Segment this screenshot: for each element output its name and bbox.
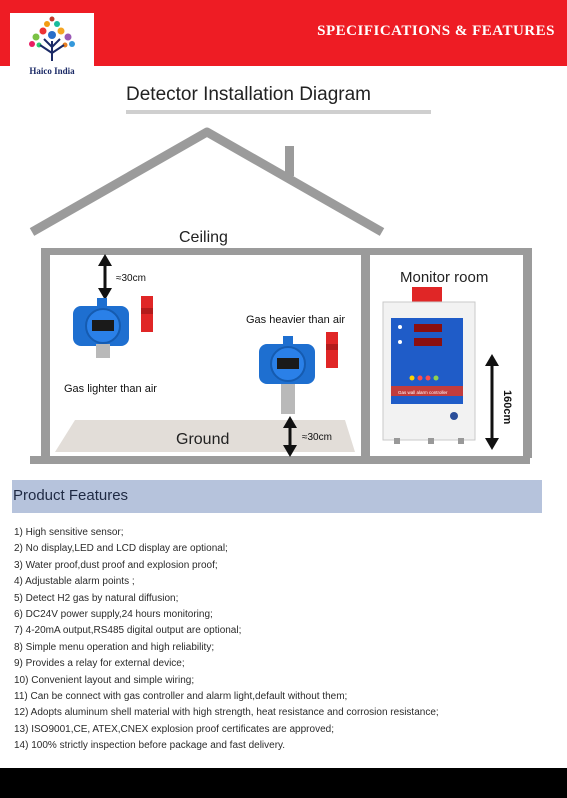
alarm-controller-panel	[382, 287, 476, 444]
monitor-room-ceiling	[370, 248, 532, 255]
installation-diagram: Ceiling Ground Monitor room ≈30cm Gas li…	[29, 127, 532, 464]
diagram-title: Detector Installation Diagram	[126, 84, 431, 114]
ceiling-line	[41, 248, 370, 255]
feature-item: 9) Provides a relay for external device;	[14, 658, 185, 670]
feature-item: 5) Detect H2 gas by natural diffusion;	[14, 592, 179, 604]
feature-item: 12) Adopts aluminum shell material with …	[14, 707, 439, 719]
feature-item: 11) Can be connect with gas controller a…	[14, 690, 348, 702]
feature-list: 1) High sensitive sensor; 2) No display,…	[14, 525, 439, 754]
lighter-label: Gas lighter than air	[64, 383, 157, 395]
feature-item: 10) Convenient layout and simple wiring;	[14, 674, 195, 686]
top-distance-label: ≈30cm	[116, 273, 146, 284]
feature-item: 14) 100% strictly inspection before pack…	[14, 740, 286, 752]
roof-line	[29, 127, 385, 236]
footer-bar	[0, 768, 567, 798]
ground-area	[55, 420, 355, 452]
header-title: SPECIFICATIONS & FEATURES	[317, 23, 555, 39]
gas-detector-lighter	[73, 296, 153, 358]
tree-logo-icon	[29, 16, 75, 61]
brand-logo: Haico India	[10, 13, 94, 79]
middle-wall	[361, 248, 370, 458]
product-features-title: Product Features	[13, 487, 129, 504]
feature-item: 3) Water proof,dust proof and explosion …	[14, 559, 218, 571]
product-features-header: Product Features	[12, 480, 542, 513]
feature-item: 8) Simple menu operation and high reliab…	[14, 641, 215, 653]
feature-item: 4) Adjustable alarm points ;	[14, 576, 135, 588]
heavier-label: Gas heavier than air	[246, 314, 345, 326]
ceiling-label: Ceiling	[179, 229, 228, 246]
monitor-room-label: Monitor room	[400, 269, 488, 286]
feature-item: 2) No display,LED and LCD display are op…	[14, 543, 228, 555]
feature-item: 7) 4-20mA output,RS485 digital output ar…	[14, 625, 242, 637]
floor-line	[30, 456, 530, 464]
ground-label: Ground	[176, 431, 229, 448]
feature-item: 13) ISO9001,CE, ATEX,CNEX explosion proo…	[14, 723, 334, 735]
brand-name: Haico India	[29, 66, 75, 76]
left-wall	[41, 248, 50, 458]
feature-item: 6) DC24V power supply,24 hours monitorin…	[14, 608, 213, 620]
panel-caption: Gas wall alarm controller	[398, 390, 448, 395]
gas-detector-heavier	[259, 332, 338, 414]
feature-item: 1) High sensitive sensor;	[14, 527, 124, 538]
right-wall	[523, 248, 532, 458]
chimney	[285, 146, 294, 176]
monitor-height-label: 160cm	[501, 390, 513, 424]
header-banner: SPECIFICATIONS & FEATURES	[0, 0, 567, 66]
bottom-distance-label: ≈30cm	[302, 432, 332, 443]
